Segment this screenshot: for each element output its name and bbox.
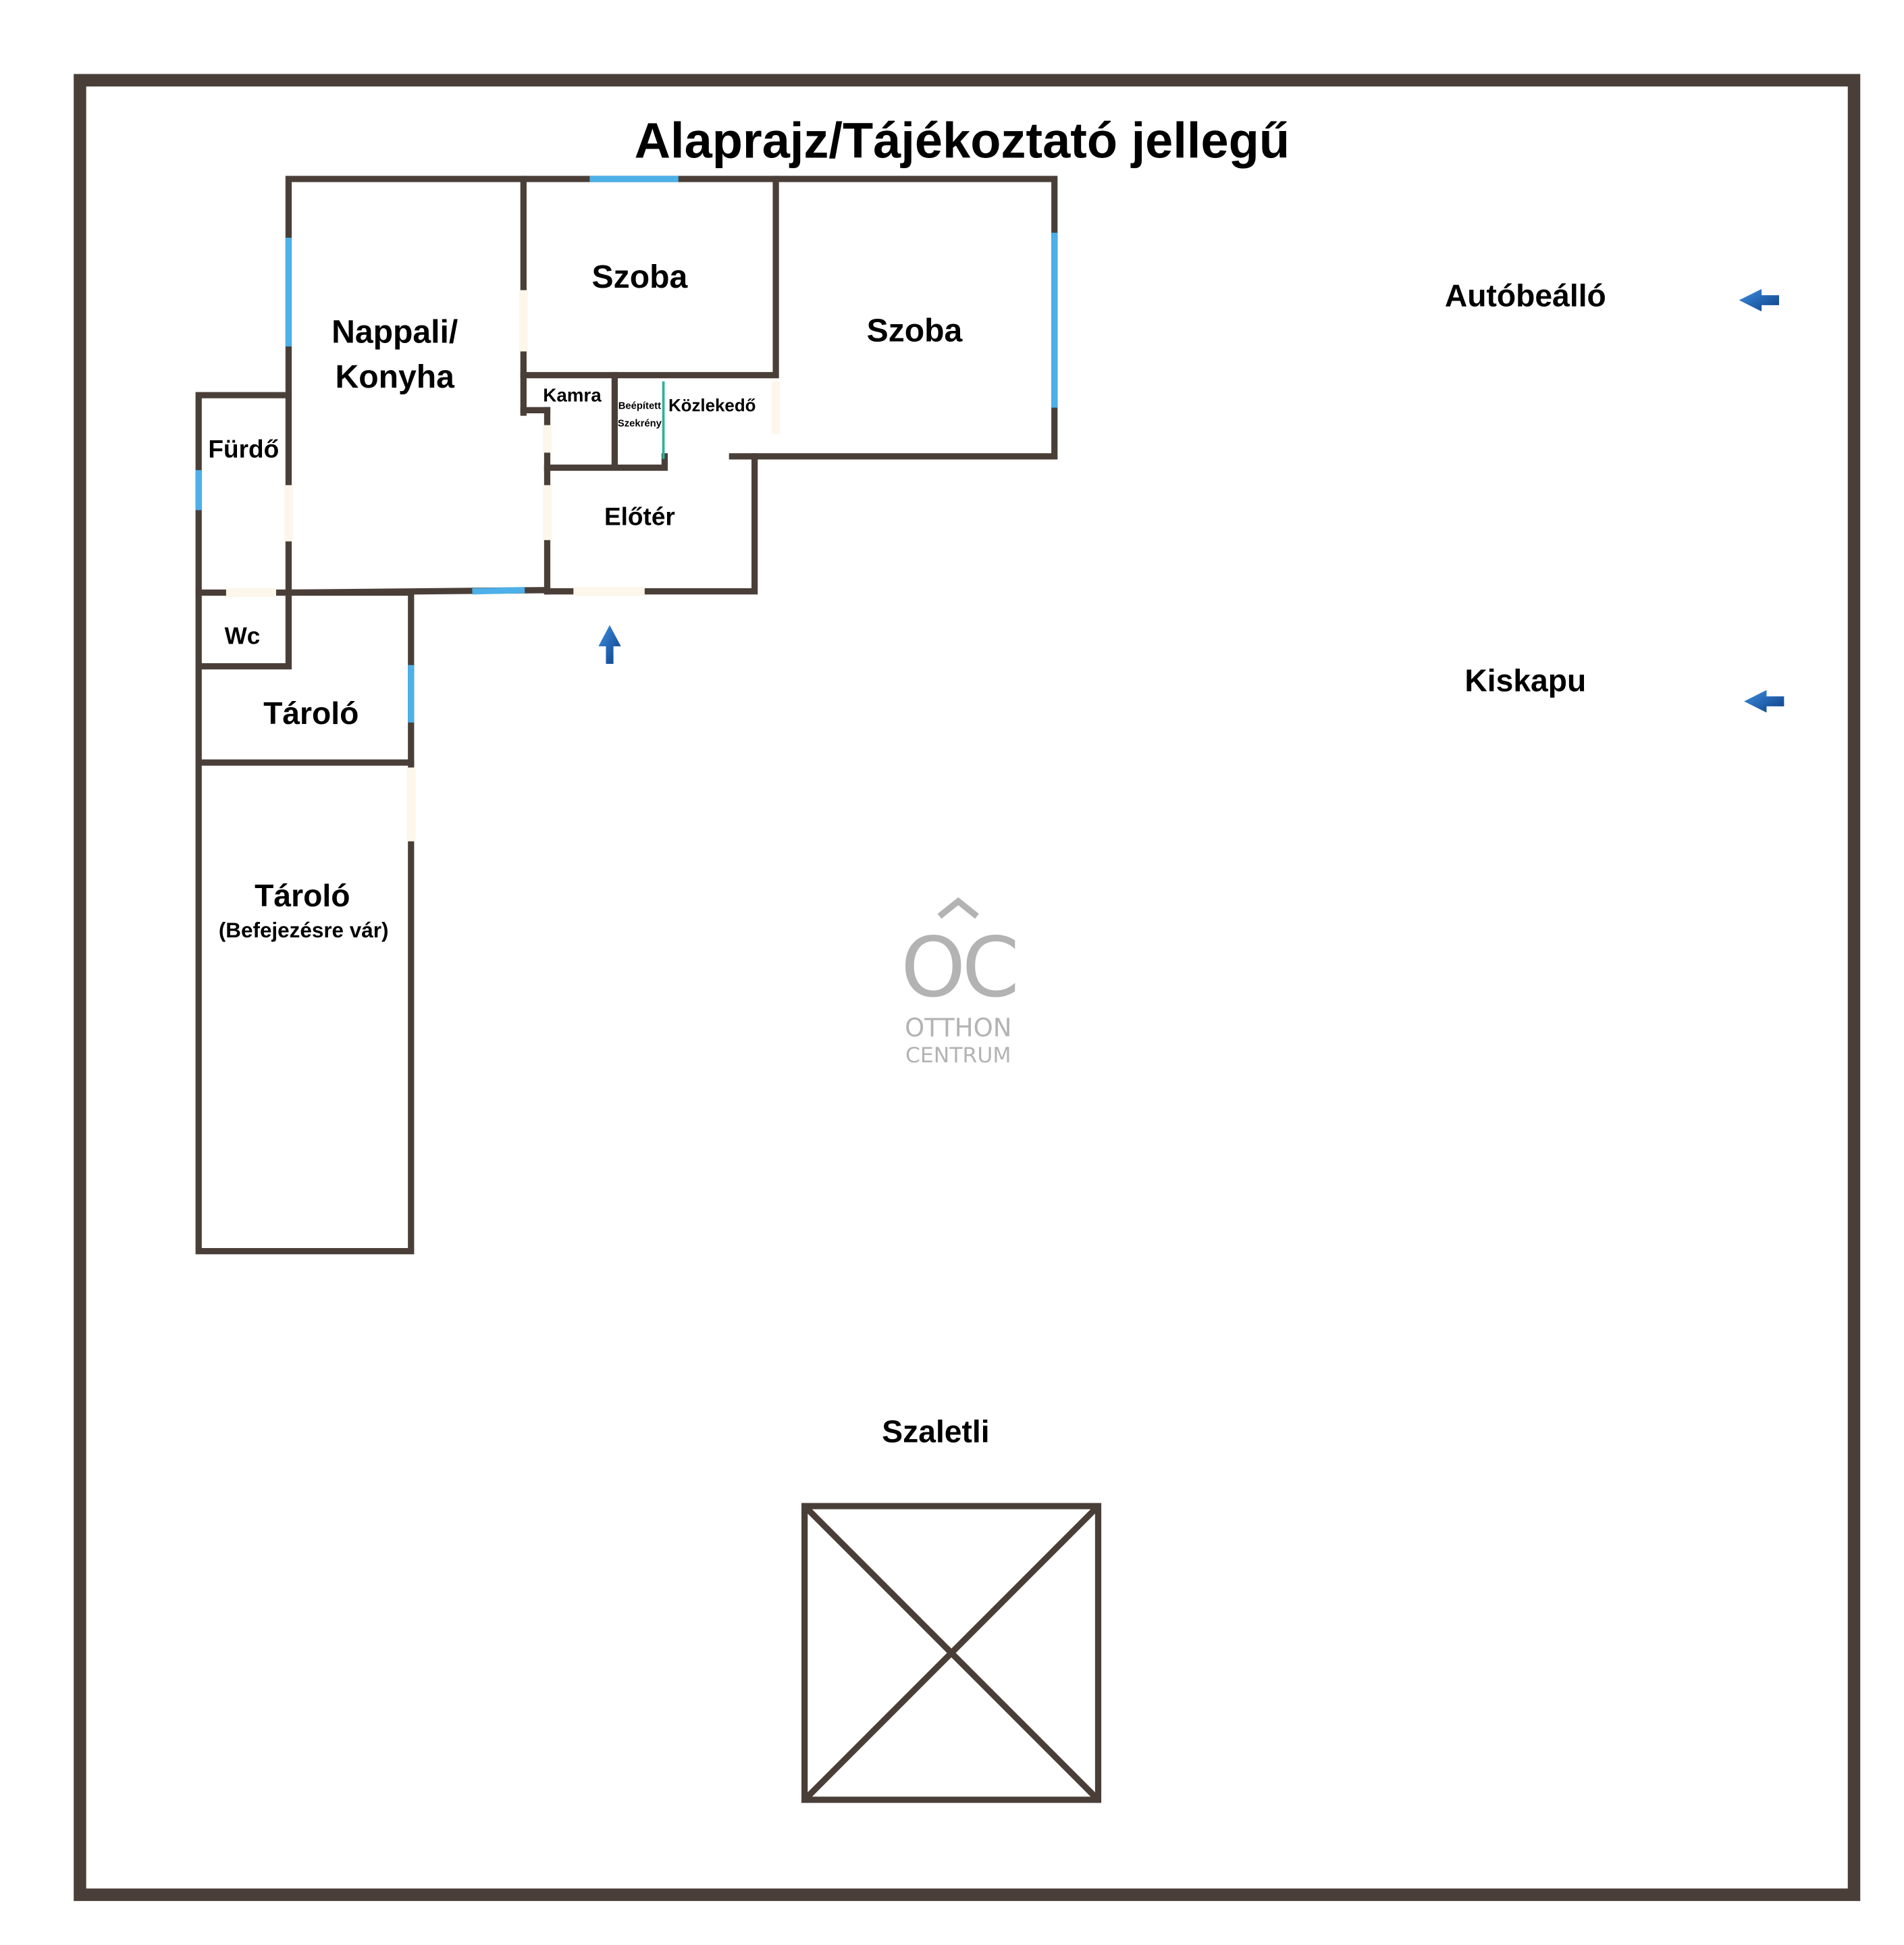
watermark-logo: OC OTTHON CENTRUM <box>901 897 1020 1068</box>
windows <box>195 176 1058 723</box>
room-label-furdo: Fürdő <box>208 436 279 463</box>
site-label-kiskapu: Kiskapu <box>1464 663 1586 698</box>
site-label-szaletli: Szaletli <box>882 1414 989 1449</box>
room-label-wc: Wc <box>225 623 261 649</box>
arrow-up-icon <box>598 625 621 664</box>
room-note-tarolo-large: (Befejezésre vár) <box>219 918 389 942</box>
room-label-konyha: Konyha <box>336 359 456 395</box>
doors <box>226 290 781 841</box>
room-label-kamra: Kamra <box>543 384 602 405</box>
watermark-mark: OC <box>901 920 1015 1016</box>
room-label-szekreny: Szekrény <box>618 418 662 429</box>
room-label-szoba-large: Szoba <box>867 313 963 349</box>
building-walls <box>195 176 1058 1255</box>
room-label-tarolo-large: Tároló <box>255 878 350 913</box>
arrow-left-icon <box>1739 288 1779 312</box>
room-label-kozlekedo: Közlekedő <box>668 396 756 415</box>
plot-boundary <box>74 74 1861 1901</box>
crossed-square-icon <box>801 1503 1102 1803</box>
arrow-left-icon <box>1744 690 1784 713</box>
watermark-line1: OTTHON <box>905 1013 1011 1042</box>
room-label-nappali: Nappali/ <box>332 313 458 350</box>
room-label-eloter: Előtér <box>604 503 675 531</box>
room-label-tarolo-small: Tároló <box>263 696 359 731</box>
watermark-line2: CENTRUM <box>905 1043 1011 1068</box>
room-label-szoba-small: Szoba <box>592 259 689 295</box>
plan-title: Alaprajz/Tájékoztató jellegű <box>635 113 1290 169</box>
site-label-autobeallo: Autóbeálló <box>1445 278 1606 313</box>
room-label-beepitett: Beépített <box>618 400 661 411</box>
